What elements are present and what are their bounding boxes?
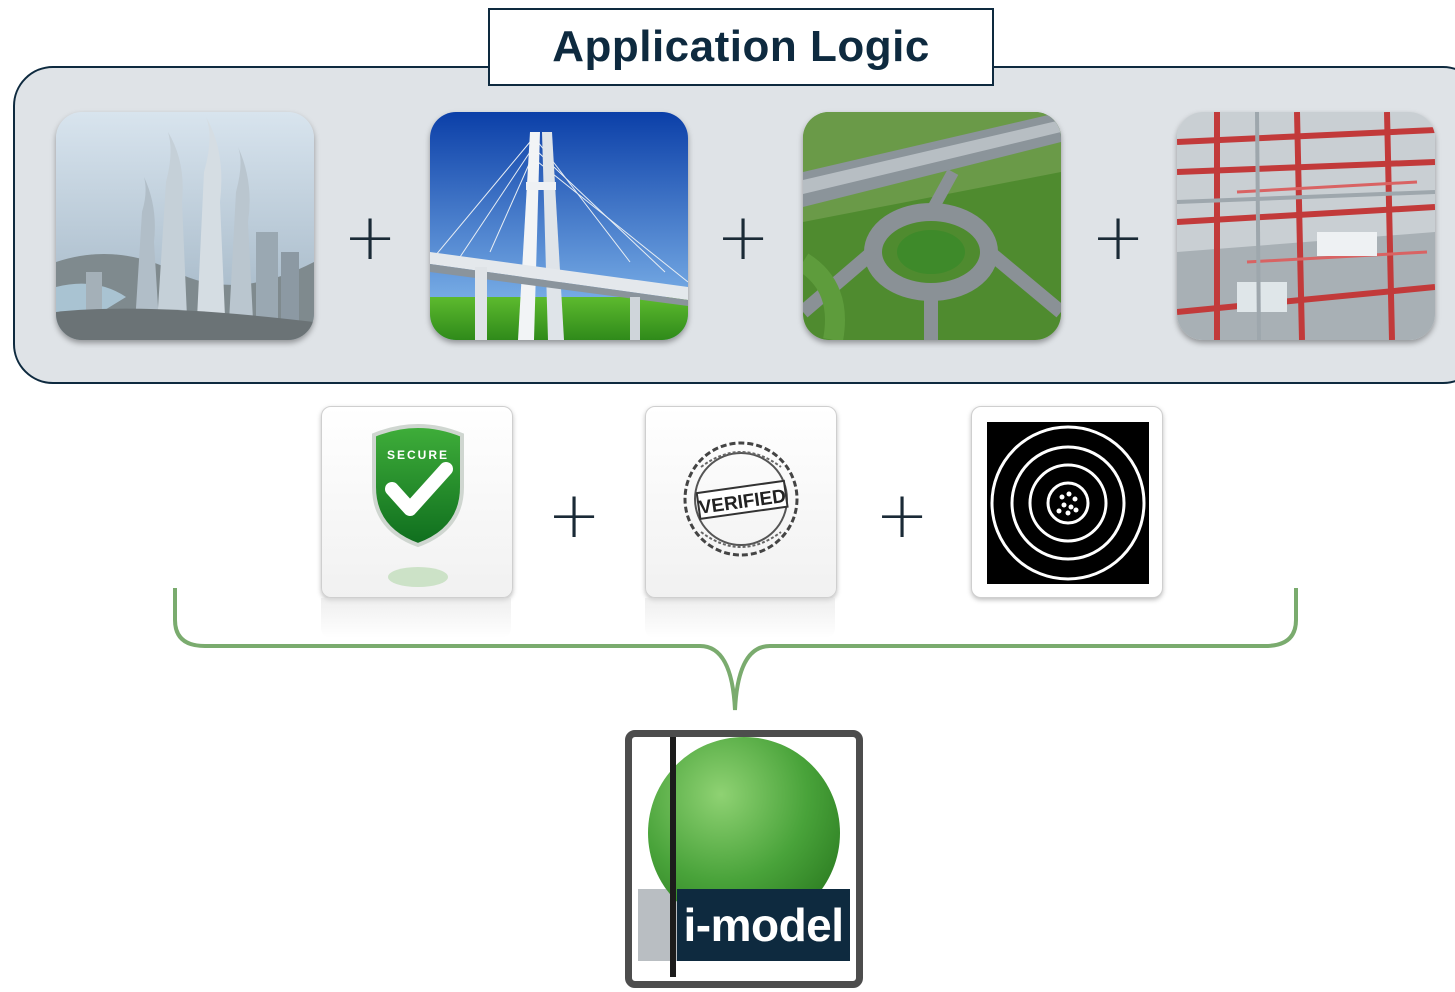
secure-shield-icon: SECURE	[321, 406, 513, 598]
plus-sign: +	[343, 201, 397, 275]
target-rings-icon	[971, 406, 1163, 598]
i-model-label: i-model	[677, 889, 850, 961]
skyscrapers-photo-icon	[56, 112, 314, 340]
i-model-icon: i-model	[625, 730, 863, 988]
reflection	[645, 598, 835, 638]
plus-sign: +	[716, 201, 770, 275]
panel-title: Application Logic	[488, 8, 994, 86]
reflection	[321, 598, 511, 638]
plus-sign: +	[875, 479, 929, 553]
secure-text: SECURE	[387, 448, 449, 462]
plant-piping-photo-icon	[1177, 112, 1435, 340]
highway-interchange-photo-icon	[803, 112, 1061, 340]
verified-stamp-icon: VERIFIED	[645, 406, 837, 598]
plus-sign: +	[1091, 201, 1145, 275]
bridge-photo-icon	[430, 112, 688, 340]
plus-sign: +	[547, 479, 601, 553]
brace-connector	[173, 588, 1298, 711]
